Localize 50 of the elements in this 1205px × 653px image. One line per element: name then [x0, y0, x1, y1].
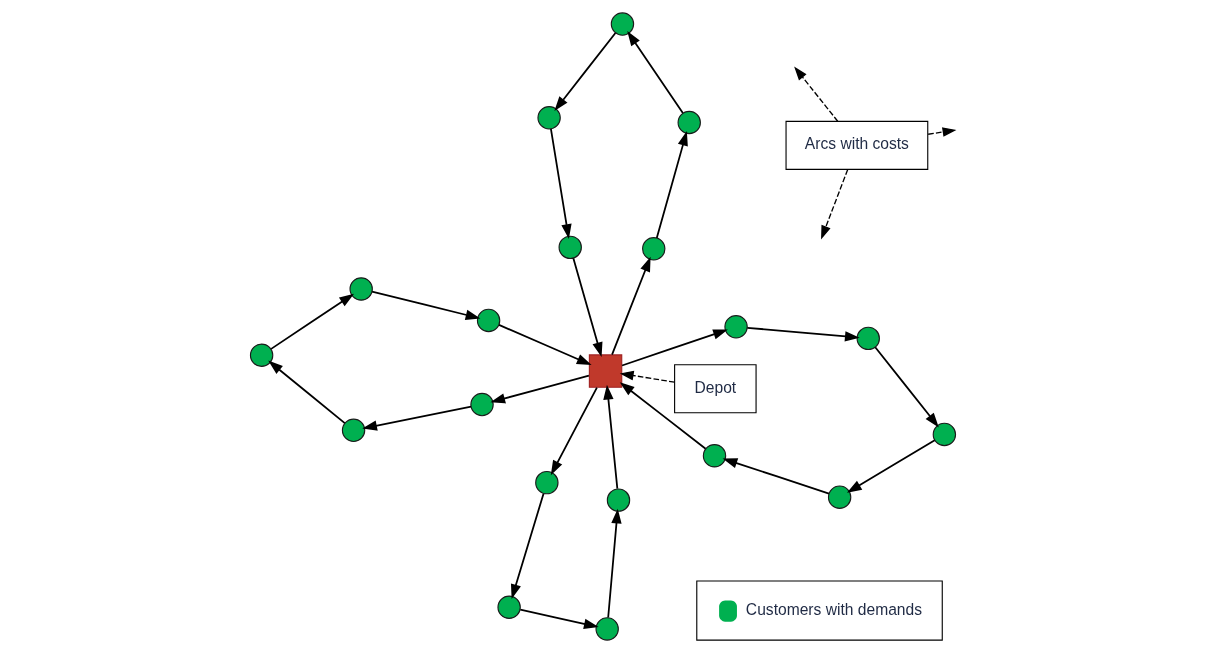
node-circle	[677, 110, 701, 135]
node-circle	[932, 422, 956, 447]
node-circle	[606, 488, 630, 512]
arrow	[620, 329, 728, 367]
node-circle	[594, 617, 619, 641]
node-circle	[558, 235, 582, 260]
arrow	[722, 458, 830, 495]
legend-label: Customers with demands	[745, 601, 922, 619]
arrow	[571, 257, 602, 358]
arrow	[793, 66, 838, 122]
arrow	[361, 405, 472, 431]
node-circle	[469, 392, 494, 417]
node-circle	[348, 277, 373, 301]
node-circle	[702, 444, 726, 468]
arrow	[602, 384, 618, 490]
node-circle	[610, 12, 634, 36]
node-circle	[496, 595, 521, 619]
node-box: Arcs with costs	[785, 120, 928, 170]
arrow	[820, 169, 848, 240]
node-box: Depot	[673, 364, 757, 414]
arrow	[519, 608, 599, 629]
node-circle	[536, 106, 561, 130]
arrow	[269, 293, 354, 350]
arrow	[610, 256, 651, 356]
arrow	[497, 324, 592, 366]
node-circle	[341, 418, 365, 443]
arrow	[626, 31, 684, 114]
arrow	[619, 382, 706, 450]
arrow	[553, 32, 616, 112]
node-circle	[641, 237, 665, 261]
node-circle	[476, 308, 500, 333]
arrow	[549, 127, 572, 239]
arrow	[489, 374, 590, 404]
arrow	[655, 131, 688, 239]
node-circle	[534, 470, 559, 495]
arrow	[927, 127, 956, 137]
node-circle	[249, 343, 273, 367]
node-circle	[856, 326, 880, 351]
node-circle	[827, 485, 851, 509]
arrow	[619, 370, 675, 383]
arrow	[370, 290, 480, 320]
node-box	[588, 354, 622, 388]
arrow	[745, 326, 860, 342]
node-circle	[723, 315, 748, 339]
arrow	[267, 360, 346, 424]
arrow	[873, 346, 939, 428]
arrow	[550, 386, 598, 476]
arrow	[510, 492, 544, 599]
arrow	[606, 508, 622, 619]
arrow	[846, 439, 936, 493]
